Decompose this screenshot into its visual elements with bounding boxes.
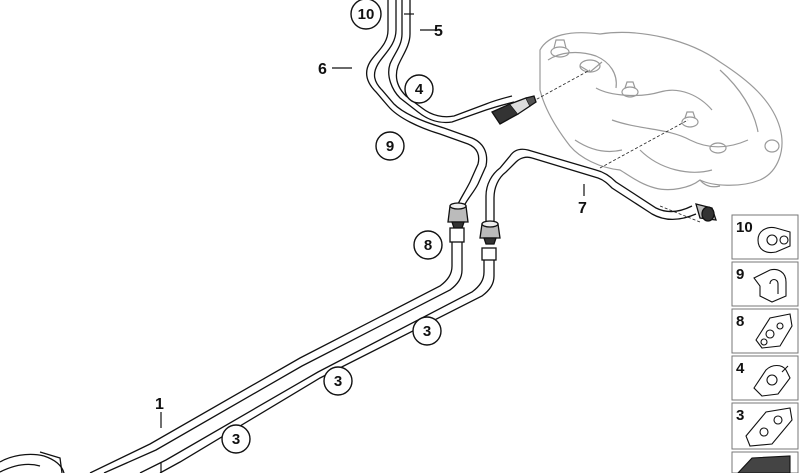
svg-text:10: 10 [736, 219, 753, 236]
svg-text:8: 8 [736, 313, 744, 330]
svg-text:4: 4 [415, 81, 424, 98]
clip-hook-icon [753, 364, 791, 397]
callout-3-upper: 3 [412, 316, 442, 346]
fuel-line-7 [485, 148, 697, 226]
callout-7: 7 [578, 200, 587, 217]
callout-9: 9 [375, 131, 405, 161]
upper-fuel-lines [365, 0, 515, 207]
callout-3-middle: 3 [323, 366, 353, 396]
leader-lines [527, 69, 701, 223]
fuel-tank [539, 31, 783, 191]
svg-text:10: 10 [358, 6, 375, 23]
callout-1: 1 [155, 396, 164, 413]
clip-triple-icon [755, 313, 793, 349]
pipe-fitting-lower-right [479, 220, 501, 245]
callout-leaders [160, 13, 585, 473]
parts-tile-8: 8 [731, 308, 799, 354]
parts-tile-3: 3 [731, 402, 799, 450]
parts-tile-10: 10 [731, 214, 799, 260]
callout-6: 6 [318, 61, 327, 78]
callout-4: 4 [404, 74, 434, 104]
lower-fuel-lines [89, 232, 495, 473]
svg-text:3: 3 [736, 407, 744, 424]
pipe-fitting-7-end [695, 203, 717, 222]
tube-stubs [449, 227, 497, 261]
pipe-fitting-upper [447, 202, 469, 229]
callout-3-lower: 3 [221, 424, 251, 454]
clip-twin-icon [745, 407, 793, 447]
svg-text:3: 3 [423, 323, 431, 340]
svg-text:4: 4 [736, 360, 745, 377]
parts-tile-4: 4 [731, 355, 799, 401]
hose-connector [491, 95, 537, 125]
clip-double-icon [757, 226, 791, 254]
callout-5: 5 [434, 23, 443, 40]
svg-text:3: 3 [232, 431, 240, 448]
pipe-fitting-bottom-left [0, 451, 65, 473]
svg-text:3: 3 [334, 373, 342, 390]
parts-tile-bracket [731, 451, 799, 473]
svg-text:9: 9 [736, 266, 744, 283]
clip-u-icon [753, 268, 787, 303]
parts-panel: 10 9 8 [731, 214, 799, 473]
callout-8: 8 [413, 230, 443, 260]
svg-text:8: 8 [424, 237, 432, 254]
bracket-icon [737, 455, 791, 473]
callout-10: 10 [350, 0, 382, 30]
svg-text:9: 9 [386, 138, 394, 155]
parts-tile-9: 9 [731, 261, 799, 307]
